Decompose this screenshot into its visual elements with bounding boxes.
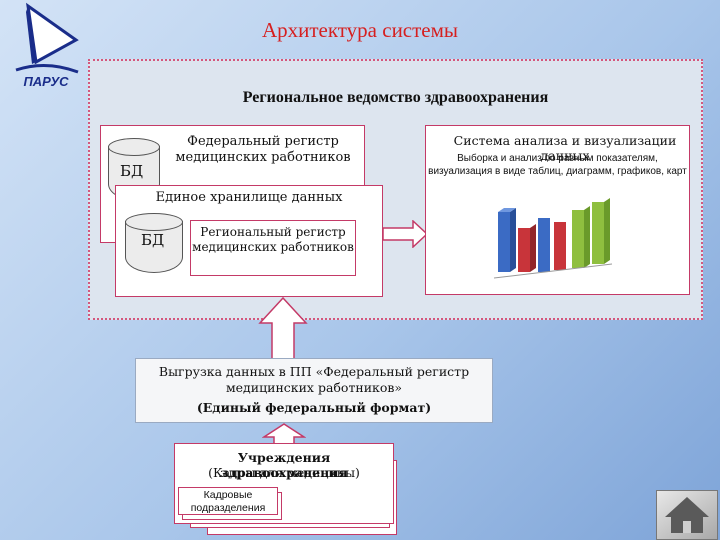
- institutions-title: Учреждения здравоохранения: [220, 450, 348, 480]
- institutions-subtitle: (Кадры для медицины): [208, 465, 360, 480]
- arrow-up-to-storage: [258, 297, 308, 359]
- home-icon: [665, 497, 709, 533]
- 3d-bar-chart-icon: [493, 198, 613, 279]
- logo-text: ПАРУС: [23, 74, 69, 89]
- page-title: Архитектура системы: [261, 18, 459, 42]
- federal-register-title: Федеральный регистр медицинских работник…: [175, 134, 351, 165]
- export-line2: (Единый федеральный формат): [196, 400, 432, 415]
- storage-db-icon: БД: [125, 213, 183, 273]
- storage-db-label: БД: [141, 231, 165, 249]
- analysis-desc: Выборка и анализ по разным показателям, …: [428, 153, 687, 177]
- export-box: [135, 358, 493, 423]
- export-line1: Выгрузка данных в ПП «Федеральный регист…: [158, 364, 470, 395]
- regional-register-box: Региональный регистр медицинских работни…: [190, 220, 356, 276]
- home-nav-button[interactable]: [656, 490, 718, 540]
- arrow-to-analysis: [383, 220, 429, 248]
- analysis-title: Система анализа и визуализации данных: [453, 133, 677, 163]
- federal-db-label: БД: [120, 162, 144, 180]
- storage-title: Единое хранилище данных: [155, 190, 343, 205]
- parus-logo-icon: ПАРУС: [15, 2, 79, 89]
- hr-dept-box: Кадровые подразделения: [178, 487, 278, 515]
- region-title: Региональное ведомство здравоохранения: [242, 89, 549, 106]
